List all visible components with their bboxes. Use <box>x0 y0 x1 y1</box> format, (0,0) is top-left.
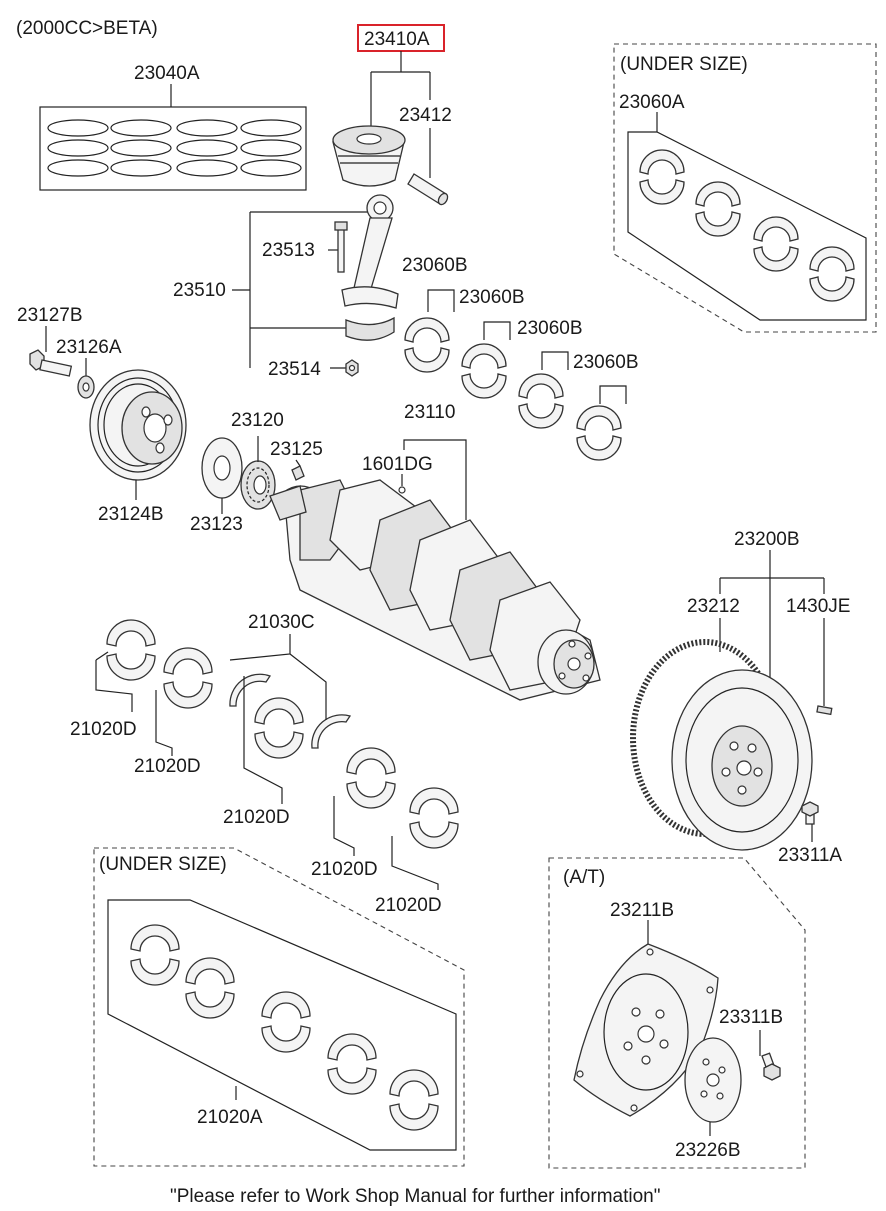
part-23060B-3: 23060B <box>517 318 583 339</box>
part-21020D-1: 21020D <box>70 719 137 740</box>
under-size-bottom-box <box>93 847 465 1167</box>
part-23514: 23514 <box>268 359 321 380</box>
drive-plate-adapter <box>684 1037 742 1123</box>
crankshaft <box>269 479 601 701</box>
part-21030C: 21030C <box>248 612 315 633</box>
flywheel-bolt <box>801 801 819 825</box>
part-23060B-1: 23060B <box>402 255 468 276</box>
crankshaft-plug <box>398 486 406 494</box>
under-size-bearing-set-bottom <box>130 924 439 1131</box>
part-23060B-4: 23060B <box>573 352 639 373</box>
part-23311B: 23311B <box>719 1007 783 1028</box>
piston-pin <box>407 173 449 206</box>
piston-ring-set <box>47 119 302 177</box>
part-23125: 23125 <box>270 439 323 460</box>
part-23410A: 23410A <box>364 29 430 50</box>
part-23124B: 23124B <box>98 504 164 525</box>
under-size-bottom-label: (UNDER SIZE) <box>99 854 227 875</box>
part-21020A: 21020A <box>197 1107 263 1128</box>
flywheel <box>630 639 813 851</box>
part-23126A: 23126A <box>56 337 122 358</box>
part-21020D-3: 21020D <box>223 807 290 828</box>
part-23123: 23123 <box>190 514 243 535</box>
thrust-washers <box>229 673 352 749</box>
pulley-washer <box>77 375 95 399</box>
part-23513: 23513 <box>262 240 315 261</box>
crank-pulley-bolt <box>29 349 73 377</box>
part-23211B: 23211B <box>610 900 674 921</box>
crank-pulley <box>89 369 187 481</box>
under-size-bottom-bracket <box>107 899 457 1151</box>
woodruff-key <box>291 465 305 481</box>
part-23212: 23212 <box>687 596 740 617</box>
under-size-bearing-set-top <box>639 149 855 302</box>
part-23412: 23412 <box>399 105 452 126</box>
main-bearing-group <box>106 619 459 849</box>
crank-sprocket <box>240 460 276 510</box>
drive-plate-bolt <box>761 1052 781 1081</box>
crank-position-sensor-wheel <box>201 437 243 499</box>
footer-note: "Please refer to Work Shop Manual for fu… <box>170 1186 660 1207</box>
part-23110: 23110 <box>404 402 455 423</box>
part-1430JE: 1430JE <box>786 596 850 617</box>
under-size-top-bracket <box>627 131 867 321</box>
part-23510: 23510 <box>173 280 226 301</box>
part-23311A: 23311A <box>778 845 842 866</box>
engine-variant-label: (2000CC>BETA) <box>16 18 158 39</box>
part-23120: 23120 <box>231 410 284 431</box>
flywheel-dowel-pin <box>816 705 833 716</box>
connecting-rod-nut <box>345 359 359 377</box>
drive-plate <box>573 943 719 1117</box>
part-23200B: 23200B <box>734 529 800 550</box>
part-21020D-5: 21020D <box>375 895 442 916</box>
part-23127B: 23127B <box>17 305 83 326</box>
under-size-top-box <box>613 43 877 333</box>
piston-ring-set-box <box>39 106 307 191</box>
part-23040A: 23040A <box>134 63 200 84</box>
part-1601DG: 1601DG <box>362 454 433 475</box>
auto-trans-label: (A/T) <box>563 867 605 888</box>
piston <box>332 125 406 187</box>
part-23060A: 23060A <box>619 92 685 113</box>
part-23226B: 23226B <box>675 1140 741 1161</box>
under-size-top-label: (UNDER SIZE) <box>620 54 748 75</box>
part-21020D-4: 21020D <box>311 859 378 880</box>
conrod-bearing-group <box>404 289 627 461</box>
part-23060B-2: 23060B <box>459 287 525 308</box>
connecting-rod <box>341 194 399 341</box>
connecting-rod-bolt <box>334 221 348 273</box>
auto-trans-box <box>548 857 806 1169</box>
part-21020D-2: 21020D <box>134 756 201 777</box>
